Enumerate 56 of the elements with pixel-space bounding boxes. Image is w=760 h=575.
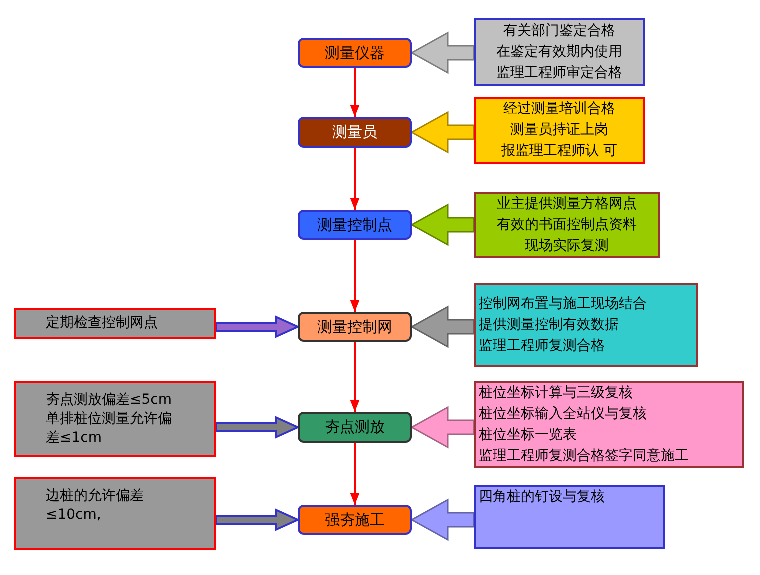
arrow bbox=[215, 315, 300, 339]
step-label: 测量控制点 bbox=[318, 214, 392, 236]
arrow bbox=[215, 508, 300, 532]
note-text: 报监理工程师认 可 bbox=[501, 142, 618, 161]
note-text: 控制网布置与施工现场结合 bbox=[479, 294, 647, 314]
arrow bbox=[350, 443, 360, 505]
step-label: 测量员 bbox=[332, 122, 378, 143]
note-box bbox=[474, 192, 660, 258]
process-box bbox=[298, 412, 412, 443]
arrow bbox=[410, 32, 475, 74]
arrow bbox=[410, 498, 475, 542]
note-text: 测量员持证上岗 bbox=[510, 121, 608, 140]
note-box bbox=[474, 97, 645, 164]
arrow bbox=[350, 68, 360, 117]
note-text: 桩位坐标一览表 bbox=[479, 426, 577, 444]
note-text: 提供测量控制有效数据 bbox=[479, 316, 619, 334]
process-box bbox=[298, 210, 412, 240]
note-text: 定期检查控制网点 bbox=[46, 314, 159, 333]
note-text: 在鉴定有效期内使用 bbox=[496, 42, 622, 62]
note-text: 夯点测放偏差≤5cm bbox=[46, 390, 173, 410]
note-text: 经过测量培训合格 bbox=[504, 100, 616, 119]
arrow bbox=[350, 240, 360, 312]
step-label: 夯点测放 bbox=[325, 417, 385, 438]
note-text: 有关部门鉴定合格 bbox=[504, 22, 616, 40]
step-label: 强夯施工 bbox=[325, 510, 385, 530]
step-label: 测量仪器 bbox=[325, 42, 385, 64]
note-text: 边桩的允许偏差≤10cm, bbox=[46, 487, 145, 525]
tolerance-box bbox=[14, 381, 216, 457]
arrow bbox=[215, 416, 300, 440]
arrow bbox=[410, 204, 475, 246]
arrow bbox=[410, 111, 475, 154]
note-box bbox=[474, 18, 645, 86]
process-box bbox=[298, 38, 412, 68]
note-text: 有效的书面控制点资料 bbox=[497, 216, 637, 234]
arrow bbox=[410, 306, 475, 348]
note-text: 四角桩的钉设与复核 bbox=[479, 488, 605, 507]
arrow bbox=[350, 342, 360, 412]
note-text: 桩位坐标输入全站仪与复核 bbox=[479, 404, 647, 424]
note-text: 单排桩位测量允许偏差≤1cm bbox=[46, 410, 173, 448]
process-box bbox=[298, 505, 412, 535]
arrow bbox=[410, 406, 475, 449]
tolerance-box bbox=[14, 308, 216, 339]
step-label: 测量控制网 bbox=[318, 316, 392, 338]
note-box bbox=[474, 485, 665, 549]
note-text: 监理工程师审定合格 bbox=[496, 64, 622, 82]
process-box bbox=[298, 312, 412, 342]
arrow bbox=[350, 148, 360, 210]
note-text: 现场实际复测 bbox=[525, 236, 609, 256]
tolerance-box bbox=[14, 477, 216, 550]
note-text: 监理工程师复测合格 bbox=[479, 336, 605, 356]
process-box bbox=[298, 117, 412, 148]
note-box bbox=[474, 283, 698, 367]
note-text: 业主提供测量方格网点 bbox=[497, 194, 637, 214]
note-text: 监理工程师复测合格签字同意施工 bbox=[479, 446, 689, 466]
note-box bbox=[474, 381, 744, 468]
note-text: 桩位坐标计算与三级复核 bbox=[479, 384, 633, 402]
